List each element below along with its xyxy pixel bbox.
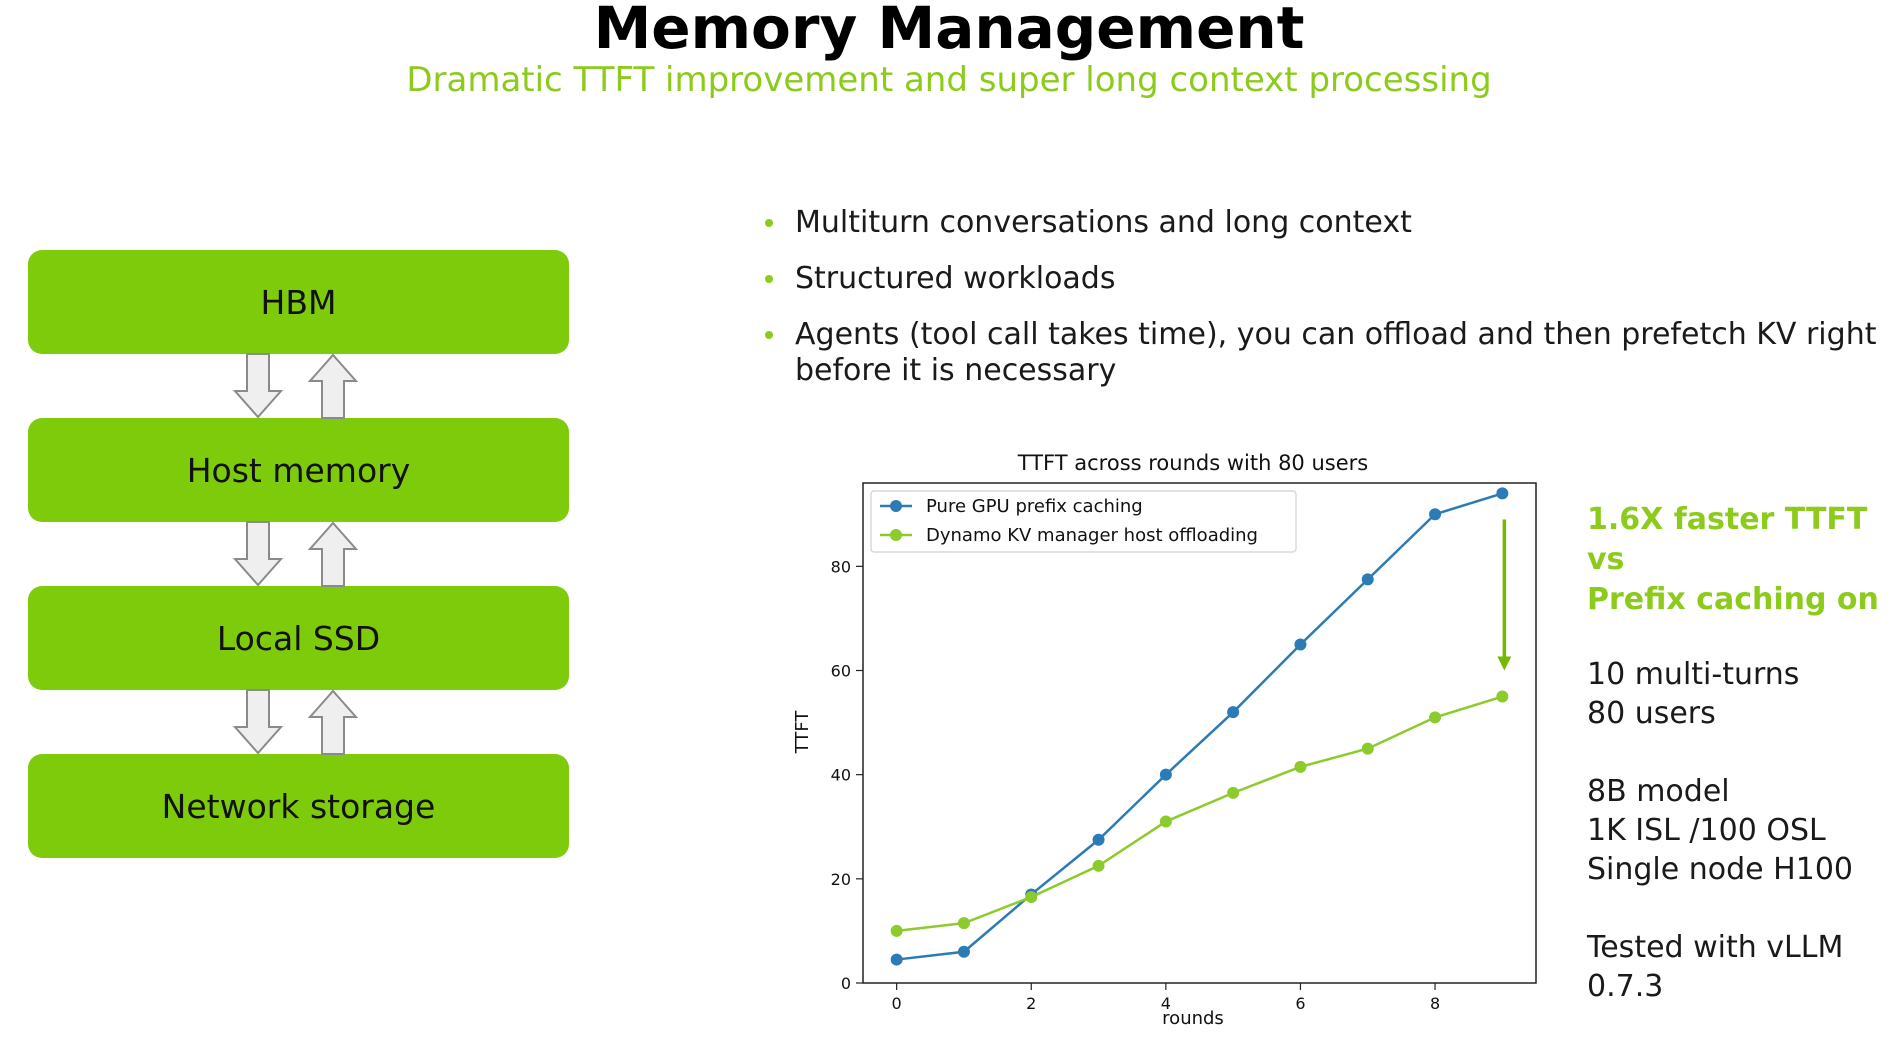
local-ssd-box: Local SSD bbox=[28, 586, 569, 690]
series-line-1 bbox=[896, 492, 1503, 961]
series-1-point bbox=[957, 945, 970, 958]
series-1-point bbox=[890, 953, 903, 966]
x-tick-label: 4 bbox=[1161, 994, 1171, 1013]
bullet-dot-icon bbox=[765, 219, 773, 227]
improvement-arrow-head bbox=[1497, 656, 1512, 671]
series-2-point bbox=[1025, 891, 1038, 904]
page-title: Memory Management bbox=[593, 0, 1305, 62]
legend-marker-gpu bbox=[890, 500, 902, 512]
chart-y-axis-label: TTFT bbox=[792, 710, 813, 755]
bullet-item: Agents (tool call takes time), you can o… bbox=[765, 317, 1885, 389]
bullet-dot-icon bbox=[765, 331, 773, 339]
network-storage-box: Network storage bbox=[28, 754, 569, 858]
bullet-item: Multiturn conversations and long context bbox=[765, 205, 1885, 241]
series-1-point bbox=[1429, 508, 1442, 521]
side-panel: 1.6X faster TTFT vs Prefix caching on 10… bbox=[1587, 500, 1897, 1045]
y-tick-label: 20 bbox=[831, 870, 851, 889]
ttft-line-chart: TTFT across rounds with 80 users rounds … bbox=[792, 451, 1537, 1029]
chart-legend: Pure GPU prefix caching Dynamo KV manage… bbox=[870, 490, 1297, 553]
x-tick-label: 0 bbox=[892, 994, 902, 1013]
x-tick-label: 8 bbox=[1430, 994, 1440, 1013]
x-tick-label: 6 bbox=[1295, 994, 1305, 1013]
page-subtitle: Dramatic TTFT improvement and super long… bbox=[406, 60, 1492, 100]
up-arrow-icon bbox=[307, 689, 359, 755]
y-tick-label: 60 bbox=[831, 662, 851, 681]
test-info: Tested with vLLM 0.7.3 bbox=[1587, 930, 1844, 1004]
series-2-point bbox=[1092, 859, 1105, 872]
series-2-point bbox=[1227, 786, 1240, 799]
bullet-list: Multiturn conversations and long context… bbox=[765, 205, 1885, 409]
y-tick-label: 0 bbox=[841, 974, 851, 993]
series-2-point bbox=[1294, 760, 1307, 773]
series-2-point bbox=[890, 924, 903, 937]
chart-x-axis-label: rounds bbox=[1162, 1008, 1224, 1029]
down-arrow-icon bbox=[232, 353, 284, 419]
series-1-point bbox=[1294, 638, 1307, 651]
up-arrow-icon bbox=[307, 353, 359, 419]
series-1-point bbox=[1496, 487, 1509, 500]
series-2-point bbox=[1159, 815, 1172, 828]
model-info: 8B model 1K ISL /100 OSL Single node H10… bbox=[1587, 774, 1853, 887]
legend-marker-dynamo bbox=[890, 529, 902, 541]
series-1-point bbox=[1227, 706, 1240, 719]
chart-title: TTFT across rounds with 80 users bbox=[1017, 451, 1368, 475]
legend-label-gpu: Pure GPU prefix caching bbox=[926, 496, 1143, 517]
down-arrow-icon bbox=[232, 689, 284, 755]
series-2-point bbox=[957, 917, 970, 930]
up-arrow-icon bbox=[307, 521, 359, 587]
hbm-box: HBM bbox=[28, 250, 569, 354]
series-1-point bbox=[1092, 833, 1105, 846]
series-line-2 bbox=[896, 695, 1503, 933]
plot-frame bbox=[862, 482, 1537, 984]
series-1-point bbox=[1361, 573, 1374, 586]
series-1-point bbox=[1159, 768, 1172, 781]
series-2-point bbox=[1496, 690, 1509, 703]
legend-label-dynamo: Dynamo KV manager host offloading bbox=[926, 525, 1258, 546]
series-2-point bbox=[1361, 742, 1374, 755]
y-tick-label: 80 bbox=[831, 557, 851, 576]
workload-info: 10 multi-turns 80 users bbox=[1587, 657, 1800, 731]
series-2-point bbox=[1429, 711, 1442, 724]
x-tick-label: 2 bbox=[1026, 994, 1036, 1013]
speedup-highlight: 1.6X faster TTFT vs Prefix caching on bbox=[1587, 502, 1879, 617]
y-tick-label: 40 bbox=[831, 766, 851, 785]
bullet-item: Structured workloads bbox=[765, 261, 1885, 297]
bullet-dot-icon bbox=[765, 275, 773, 283]
host-memory-box: Host memory bbox=[28, 418, 569, 522]
down-arrow-icon bbox=[232, 521, 284, 587]
